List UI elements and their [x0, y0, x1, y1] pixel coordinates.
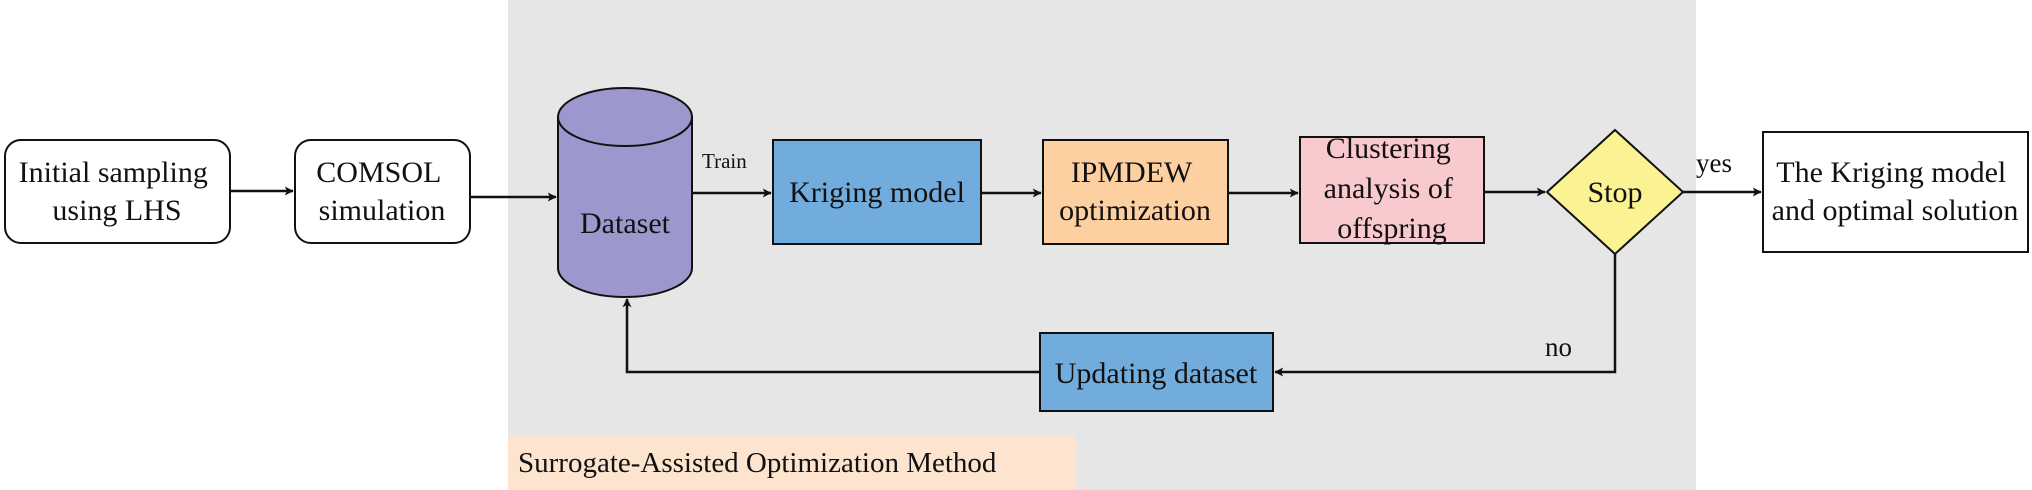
region-label: Surrogate-Assisted Optimization Method	[518, 447, 997, 479]
train-edge-label: Train	[702, 149, 747, 173]
clustering-box	[1299, 136, 1485, 244]
kriging-model-box	[772, 139, 982, 245]
updating-dataset-label: Updating dataset	[1055, 357, 1258, 390]
no-edge-label: no	[1545, 332, 1572, 362]
clustering-label: Clustering analysis of offspring	[1324, 132, 1461, 245]
ipmdew-label: IPMDEW optimization	[1059, 156, 1211, 227]
yes-edge-label: yes	[1696, 148, 1732, 178]
stop-label: Stop	[1587, 176, 1642, 209]
dataset-cylinder	[557, 87, 693, 298]
result-box	[1762, 131, 2029, 253]
ipmdew-box	[1042, 139, 1229, 245]
kriging-model-label: Kriging model	[789, 176, 965, 209]
initial-sampling-label: Initial sampling using LHS	[19, 156, 216, 227]
comsol-box	[294, 139, 471, 244]
comsol-label: COMSOL simulation	[316, 156, 447, 227]
dataset-label: Dataset	[580, 207, 671, 240]
arrow-updating-to-dataset	[622, 298, 1040, 374]
updating-dataset-box	[1039, 332, 1274, 412]
region-label-background	[508, 435, 1076, 490]
result-label: The Kriging model and optimal solution	[1772, 156, 2019, 227]
arrow-stop-to-updating	[1274, 254, 1617, 377]
